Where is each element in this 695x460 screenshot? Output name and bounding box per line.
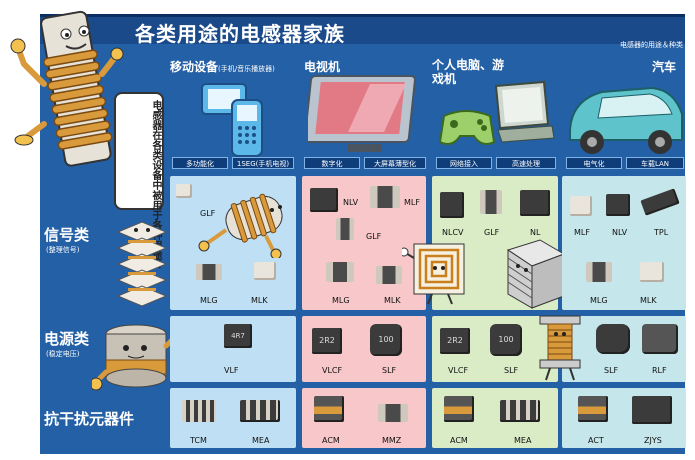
chip-glf [176,184,192,198]
label-glf: GLF [200,209,216,218]
cell-mobile-signal [170,176,296,310]
chip-mea-pc [500,400,540,422]
chip-glf-pc [480,190,502,214]
label-tcm: TCM [190,436,207,445]
label-rlf: RLF [652,366,667,375]
label-nlcv: NLCV [442,228,464,237]
chip-glf-tv [336,218,354,240]
chip-mea [240,400,280,422]
chip-nl [520,190,550,216]
row-note-signal: (整理信号) [46,246,80,254]
label-slf-car: SLF [604,366,619,375]
label-mmz: MMZ [382,436,402,445]
chip-nlv-car [606,194,630,216]
multilayer-chip-mascot-icon [506,239,566,309]
chip-mlg-tv [326,262,354,282]
label-glf-tv: GLF [366,232,382,241]
power-inductor-mascot-icon [92,324,177,391]
chip-mlk [254,262,276,280]
tag-electrification: 电气化 [566,157,622,169]
tag-large-thin: 大屏幕薄型化 [364,157,426,169]
label-mlf: MLF [404,198,420,207]
label-mea: MEA [252,436,270,445]
chip-tcm [182,400,216,422]
label-zjys: ZJYS [644,436,662,445]
chip-vlcf: 2R2 [312,328,342,354]
car-icon [569,86,683,154]
tag-network: 网络接入 [436,157,492,169]
tag-car-lan: 车载LAN [626,157,684,169]
page-subtitle: 电感器的用途＆种类 [620,41,683,49]
chip-acm-pc [444,396,474,422]
label-acm-pc: ACM [450,436,468,445]
label-nl: NL [530,228,541,237]
label-tpl: TPL [654,228,669,237]
stacked-chip-mascot-icon [116,221,168,307]
chip-act [578,396,608,422]
chip-mlg-car [586,262,612,282]
chip-slf-pc: 100 [490,324,522,356]
chip-mlg [196,264,222,280]
coil-mascot-icon [198,193,283,258]
label-act: ACT [588,436,604,445]
chip-mlk-tv [376,266,402,284]
label-vlcf-pc: VLCF [448,366,469,375]
label-nlv-car: NLV [612,228,628,237]
label-vlcf: VLCF [322,366,343,375]
tag-multifunction: 多功能化 [172,157,228,169]
label-mlk-tv: MLK [384,296,401,305]
page-title: 各类用途的电感器家族 [135,22,345,46]
chip-nlcv [440,192,464,218]
column-head-mobile: 移动设备(手机/音乐播放器) [170,60,275,74]
label-mlg: MLG [200,296,218,305]
drum-coil-mascot-icon [539,315,581,381]
label-mlk: MLK [251,296,268,305]
tv-icon [308,75,416,152]
row-label-power: 电源类 [44,330,90,348]
label-mlg-tv: MLG [332,296,350,305]
label-mlg-car: MLG [590,296,608,305]
chip-zjys [632,396,672,424]
column-head-pc: 个人电脑、游戏机 [432,58,505,86]
mobile-device-icon [201,83,263,157]
chip-mlk-car [640,262,664,282]
row-label-signal: 信号类 [44,226,90,244]
label-slf-pc: SLF [504,366,519,375]
label-acm: ACM [322,436,340,445]
title-bar [40,14,685,44]
label-mlk-car: MLK [640,296,657,305]
label-mea-pc: MEA [514,436,532,445]
row-label-emi: 抗干扰元器件 [44,410,135,428]
speech-bubble-text: 电感器在各类设备中被用于各种用途！ [150,100,161,270]
chip-rlf [642,324,678,354]
column-head-car: 汽车 [652,60,677,74]
speech-bubble [114,92,164,210]
tag-high-speed: 高速处理 [496,157,556,169]
row-note-power: (稳定电压) [46,350,80,358]
label-nlv: NLV [343,198,359,207]
chip-vlf: 4R7 [224,324,252,348]
chip-slf-car [596,324,630,354]
tag-1seg: 1SEG(手机电视) [232,157,294,169]
chip-mlf [370,186,400,208]
chip-mlf-car [570,196,592,216]
chip-nlv [310,188,338,212]
label-glf-pc: GLF [484,228,500,237]
chip-slf: 100 [370,324,402,356]
pc-game-icon [438,80,555,145]
label-mlf-car: MLF [574,228,590,237]
chip-acm [314,396,344,422]
tag-digital: 数字化 [304,157,360,169]
label-vlf: VLF [224,366,239,375]
chip-mmz [378,404,408,422]
label-slf: SLF [382,366,397,375]
mascot-inductor-icon [10,10,124,167]
column-head-tv: 电视机 [304,60,341,74]
chip-vlcf-pc: 2R2 [440,328,470,354]
spiral-coil-mascot-icon [402,243,465,305]
